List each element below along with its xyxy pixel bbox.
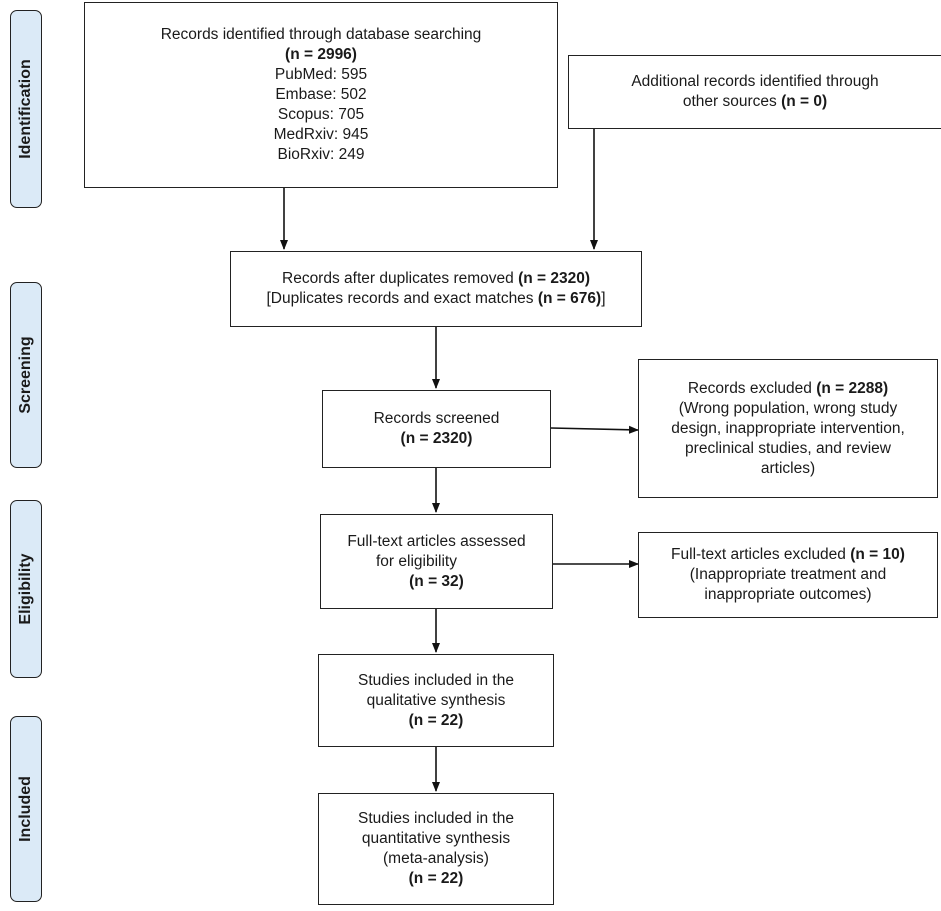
stage-included: Included: [10, 716, 42, 902]
additional-records-line2-wrap: other sources (n = 0): [683, 92, 827, 112]
records-excluded-title-wrap: Records excluded (n = 2288): [688, 379, 888, 399]
fulltext-excluded-reason-1: (Inappropriate treatment and: [689, 566, 887, 583]
source-scopus: Scopus: 705: [277, 106, 365, 123]
database-search-count: (n = 2996): [285, 46, 357, 63]
source-biorxiv: BioRxiv: 249: [277, 146, 365, 163]
box-fulltext-excluded: Full-text articles excluded (n = 10) (In…: [638, 532, 938, 618]
box-records-screened: Records screened (n = 2320): [322, 390, 551, 468]
arrow-screened-to-excluded: [550, 425, 639, 434]
additional-records-line2: other sources: [682, 93, 782, 110]
fulltext-excluded-count: (n = 10): [850, 546, 905, 563]
database-search-title: Records identified through database sear…: [160, 26, 482, 43]
records-excluded-title: Records excluded: [687, 379, 817, 397]
duplicates-count: (n = 676): [537, 290, 602, 307]
duplicates-line1: Records after duplicates removed: [282, 270, 519, 287]
duplicates-line2: [Duplicates records and exact matches: [266, 290, 538, 307]
records-excluded-reason-2: design, inappropriate intervention,: [671, 419, 905, 437]
records-excluded-count: (n = 2288): [816, 379, 889, 397]
additional-records-count: (n = 0): [781, 93, 828, 110]
fulltext-assessed-line1: Full-text articles assessed: [347, 532, 526, 550]
quantitative-line2: quantitative synthesis: [361, 830, 511, 847]
fulltext-excluded-title: Full-text articles excluded: [671, 546, 851, 563]
duplicates-remaining-count: (n = 2320): [518, 270, 590, 287]
duplicates-line1-wrap: Records after duplicates removed (n = 23…: [282, 269, 590, 289]
records-screened-title: Records screened: [373, 410, 500, 427]
stage-identification: Identification: [10, 10, 42, 208]
quantitative-line1: Studies included in the: [358, 810, 514, 827]
quantitative-count: (n = 22): [408, 870, 464, 887]
qualitative-count: (n = 22): [408, 711, 464, 729]
stage-screening: Screening: [10, 282, 42, 468]
records-excluded-reason-3: preclinical studies, and review: [685, 439, 891, 457]
qualitative-line1: Studies included in the: [358, 671, 514, 689]
stage-eligibility: Eligibility: [10, 500, 42, 678]
records-excluded-reason-4: articles): [760, 459, 816, 477]
additional-records-line1: Additional records identified through: [631, 73, 879, 90]
source-pubmed: PubMed: 595: [274, 66, 368, 83]
box-additional-records: Additional records identified through ot…: [568, 55, 941, 129]
box-quantitative-synthesis: Studies included in the quantitative syn…: [318, 793, 554, 905]
box-records-excluded: Records excluded (n = 2288) (Wrong popul…: [638, 359, 938, 498]
qualitative-line2: qualitative synthesis: [366, 691, 506, 709]
records-excluded-reason-1: (Wrong population, wrong study: [678, 399, 898, 417]
box-qualitative-synthesis: Studies included in the qualitative synt…: [318, 654, 554, 747]
box-fulltext-assessed: Full-text articles assessed for eligibil…: [320, 514, 553, 609]
fulltext-excluded-title-wrap: Full-text articles excluded (n = 10): [671, 545, 905, 565]
source-embase: Embase: 502: [275, 86, 367, 103]
duplicates-line2-end: ]: [601, 290, 606, 307]
source-medrxiv: MedRxiv: 945: [273, 126, 369, 143]
duplicates-line2-wrap: [Duplicates records and exact matches (n…: [266, 289, 605, 309]
fulltext-excluded-reason-2: inappropriate outcomes): [704, 586, 872, 603]
records-screened-count: (n = 2320): [400, 430, 473, 447]
box-database-search: Records identified through database sear…: [84, 2, 558, 188]
fulltext-assessed-count: (n = 32): [409, 572, 464, 590]
fulltext-assessed-line2: for eligibility: [376, 552, 457, 570]
box-duplicates-removed: Records after duplicates removed (n = 23…: [230, 251, 642, 327]
quantitative-line3: (meta-analysis): [383, 850, 489, 867]
